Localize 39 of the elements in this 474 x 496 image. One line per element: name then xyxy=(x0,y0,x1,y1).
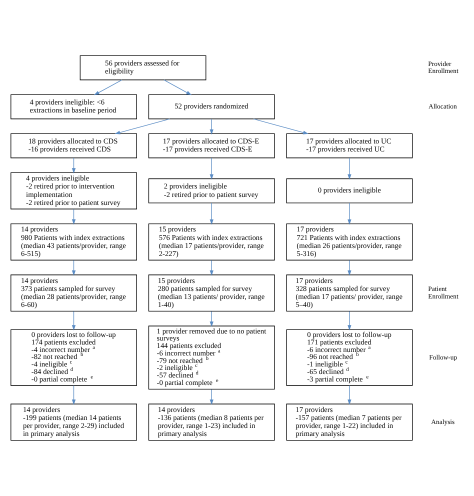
arrow xyxy=(348,385,352,405)
arrow xyxy=(210,311,214,327)
arrow xyxy=(210,202,214,225)
node-box: 15 providers 576 Patients with index extractions (median 17 patients/provider, range 2-227) xyxy=(148,223,275,260)
arrow xyxy=(210,260,214,276)
arrow xyxy=(210,388,214,405)
node-box: 52 providers randomized xyxy=(148,94,275,120)
node-box: 18 providers allocated to CDS -16 providers received CDS xyxy=(10,133,137,158)
arrow xyxy=(164,80,192,96)
node-box: 14 providers 980 Patients with index extractions (median 43 patients/provider, range 6-515) xyxy=(10,223,137,260)
node-box: 14 providers 373 patients sampled for survey (median 28 patients/provider, range 6-60) xyxy=(10,274,137,312)
arrow xyxy=(72,385,76,405)
arrow xyxy=(348,158,352,180)
arrow xyxy=(348,260,352,276)
node-box: 15 providers 280 patients sampled for survey (median 13 patients/ provider, range 1-40) xyxy=(148,274,275,312)
arrow xyxy=(72,311,76,330)
arrow xyxy=(210,158,214,180)
arrow xyxy=(348,202,352,225)
node-box: 0 providers lost to follow-up 171 patients excluded -6 incorrect number $^{a}$ -96 not reached $^{b}$ -1 ineligible $^{c}$ -65 declined $^{d}$ -3 partial complete $^{e}$ xyxy=(286,329,413,386)
node-box: 0 providers lost to follow-up 174 patients excluded -4 incorrect number $^{a}$ -82 not reached $^{b}$ -4 ineligible $^{c}$ -84 declined $^{d}$ -0 partial complete $^{e}$ xyxy=(10,329,137,386)
node-box: 17 providers 328 patients sampled for survey (median 17 patients/ provider, range 5–40) xyxy=(286,274,413,312)
node-box: 17 providers allocated to UC -17 providers received UC xyxy=(286,133,413,158)
arrow xyxy=(72,208,76,225)
arrow xyxy=(94,80,122,96)
node-box: 17 providers -157 patients (median 7 patients per provider, range 1-22) included in primary analysis xyxy=(286,404,413,441)
node-box: 4 providers ineligible -2 retired prior to intervention implementation -2 retired prior to patient survey xyxy=(10,172,137,210)
arrow xyxy=(72,158,76,174)
node-box: 14 providers -136 patients (median 8 patients per provider, range 1-23) included in primary analysis xyxy=(148,404,275,441)
arrow xyxy=(210,118,214,135)
node-box: 2 providers ineligible -2 retired prior to patient survey xyxy=(148,178,275,204)
node-box: 1 provider removed due to no patient surveys 144 patients excluded -6 incorrect number $^{a}$ -79 not reached $^{b}$ -2 ineligible $^{c}$ -57 declined $^{d}$ -0 partial complete $^{e}$ xyxy=(148,326,275,390)
node-box: 4 providers ineligible: <6 extractions in baseline period xyxy=(10,94,137,120)
node-box: 17 providers 721 Patients with index extractions (median 26 patients/provider, range 5-316) xyxy=(286,223,413,260)
arrow xyxy=(72,260,76,276)
node-box: 17 providers allocated to CDS-E -17 providers received CDS-E xyxy=(148,133,275,158)
node-box: 0 providers ineligible xyxy=(286,178,413,204)
arrow xyxy=(348,311,352,330)
node-box: 14 providers -199 patients (median 14 patients per provider, range 2-29) included in primary analysis xyxy=(10,404,137,441)
node-box: 56 providers assessed for eligibility xyxy=(80,55,206,80)
